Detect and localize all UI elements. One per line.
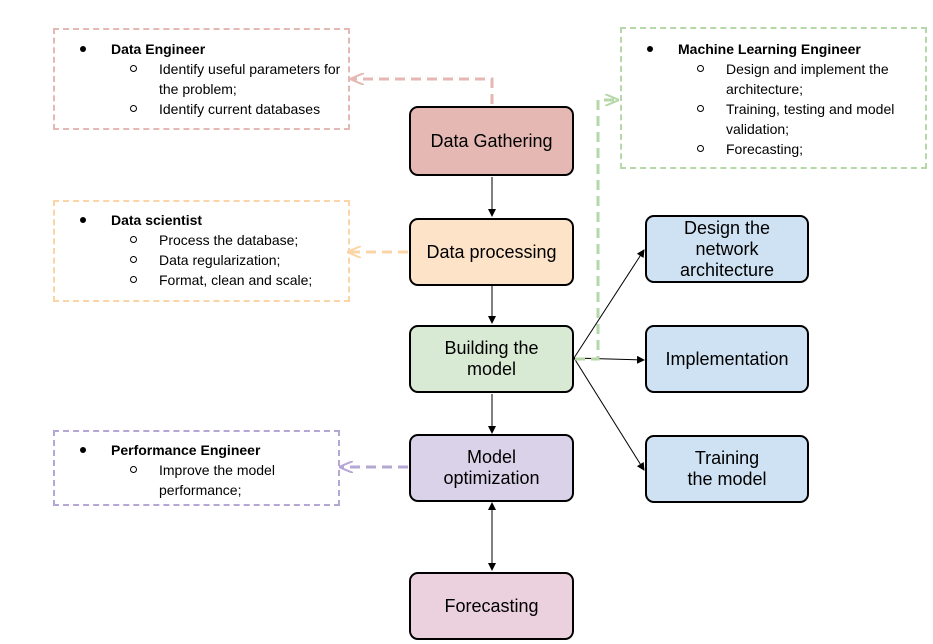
dashed-arrow-data-engineer — [352, 79, 494, 104]
note-data-engineer: Data Engineer Identify useful parameters… — [53, 28, 350, 130]
sub-bullet-icon — [130, 105, 137, 112]
bullet-icon — [80, 217, 86, 223]
role-task: Forecasting; — [726, 141, 804, 157]
arrow-to-training — [573, 357, 645, 471]
bullet-icon — [80, 447, 86, 453]
role-task: Format, clean and scale; — [159, 272, 313, 288]
role-title: Data scientist — [111, 212, 203, 228]
node-design-network-architecture: Design the network architecture — [645, 215, 809, 283]
sub-bullet-icon — [130, 466, 137, 473]
node-data-processing: Data processing — [409, 218, 574, 286]
bullet-icon — [80, 46, 86, 52]
note-performance-engineer: Performance Engineer Improve the model p… — [53, 430, 340, 506]
role-title: Performance Engineer — [111, 442, 261, 458]
sub-bullet-icon — [130, 236, 137, 243]
role-task: Identify current databases — [159, 101, 321, 117]
sub-bullet-icon — [130, 256, 137, 263]
role-title: Machine Learning Engineer — [678, 41, 861, 57]
arrow-to-design-architecture — [573, 249, 645, 359]
sub-bullet-icon — [697, 105, 704, 112]
role-task: Data regularization; — [159, 252, 281, 268]
note-ml-engineer: Machine Learning Engineer Design and imp… — [620, 27, 927, 169]
node-building-the-model: Building the model — [409, 325, 574, 393]
node-model-optimization: Model optimization — [409, 434, 574, 502]
bullet-icon — [647, 46, 653, 52]
role-task: Process the database; — [159, 232, 299, 248]
sub-bullet-icon — [130, 276, 137, 283]
node-implementation: Implementation — [645, 325, 809, 393]
sub-bullet-icon — [130, 65, 137, 72]
role-task: Training, testing and model validation; — [726, 101, 895, 137]
node-training-the-model: Training the model — [645, 435, 809, 503]
sub-bullet-icon — [697, 65, 704, 72]
role-task: Identify useful parameters for the probl… — [159, 61, 341, 97]
node-data-gathering: Data Gathering — [409, 106, 574, 176]
sub-bullet-icon — [697, 145, 704, 152]
arrow-to-implementation — [573, 355, 645, 364]
dashed-arrow-ml-engineer — [575, 100, 617, 361]
note-data-scientist: Data scientist Process the database; Dat… — [53, 200, 350, 302]
node-forecasting: Forecasting — [409, 572, 574, 640]
role-task: Improve the model performance; — [159, 462, 275, 498]
role-title: Data Engineer — [111, 41, 206, 57]
role-task: Design and implement the architecture; — [726, 61, 889, 97]
